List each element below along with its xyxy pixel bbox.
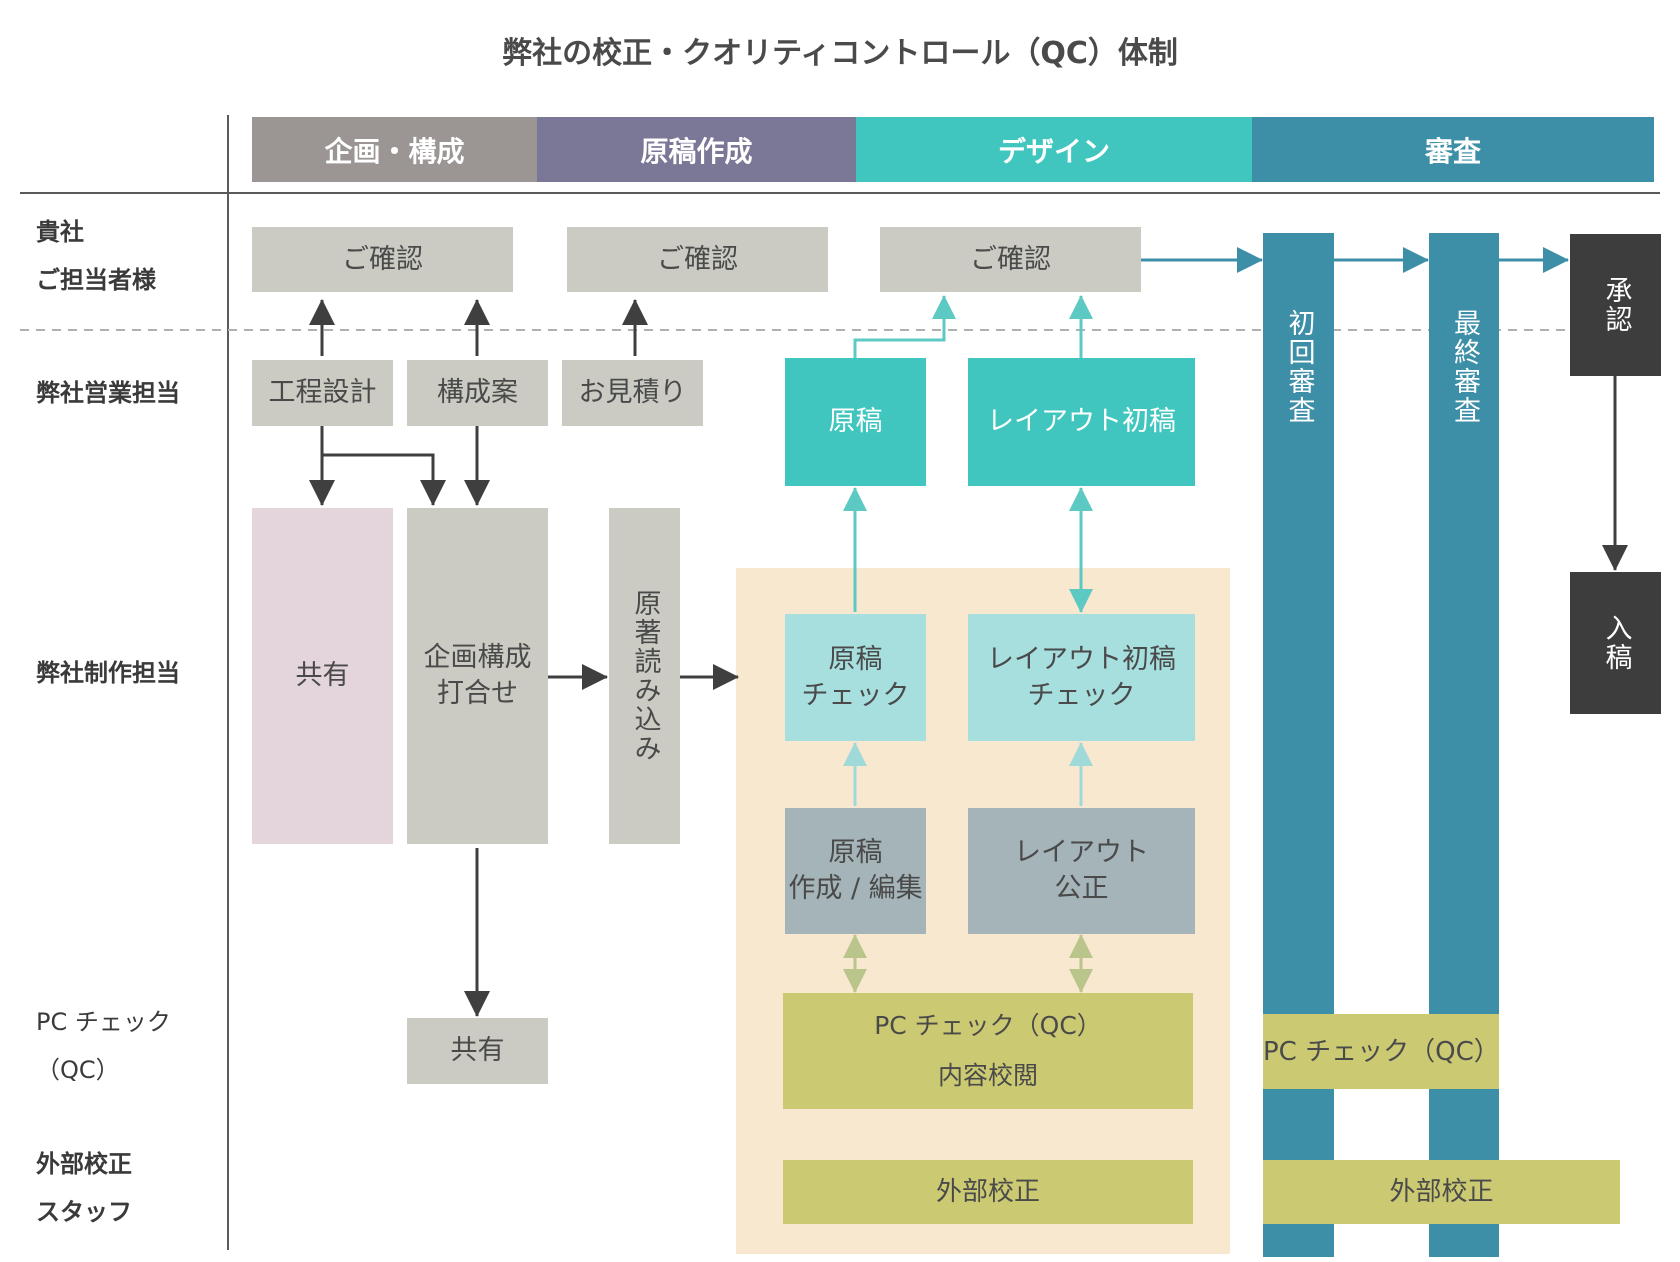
final-review-label: 最終審査 xyxy=(1449,309,1480,425)
layout-first-draft-box: レイアウト初稿 xyxy=(968,358,1195,486)
layout-check-line2: チェック xyxy=(1027,679,1136,711)
row-label-client-line2: ご担当者様 xyxy=(36,266,156,294)
manuscript-box: 原稿 xyxy=(785,358,926,486)
layout-proof-line2: 公正 xyxy=(1054,873,1109,904)
layout-check-box: レイアウト初稿 チェック xyxy=(968,614,1195,741)
submission-label: 入稿 xyxy=(1600,614,1632,672)
manuscript-edit-box: 原稿 作成 / 編集 xyxy=(785,808,926,934)
phase-planning: 企画・構成 xyxy=(252,117,537,182)
manuscript-edit-line1: 原稿 xyxy=(828,837,883,868)
first-review-column: 初回審査 xyxy=(1263,233,1334,1257)
manuscript-check-line2: チェック xyxy=(801,679,910,711)
arrow-process-to-meeting xyxy=(322,453,446,506)
row-label-pc-check: PC チェック （QC） xyxy=(36,998,171,1094)
row-label-production: 弊社制作担当 xyxy=(36,659,180,687)
client-confirm-box-1: ご確認 xyxy=(252,227,513,292)
approval-label: 承認 xyxy=(1600,276,1632,334)
reading-originals-box: 原著読み込み xyxy=(609,508,680,844)
external-proof-box-1: 外部校正 xyxy=(783,1160,1193,1224)
external-proof-box-2: 外部校正 xyxy=(1263,1160,1620,1224)
row-label-pc-check-line2: （QC） xyxy=(36,1056,120,1084)
pc-qc-label-1: PC チェック（QC） xyxy=(874,1011,1102,1040)
arrow-manuscript-to-confirm xyxy=(853,295,956,358)
share-box-2: 共有 xyxy=(407,1018,548,1084)
client-confirm-box-3: ご確認 xyxy=(880,227,1141,292)
first-review-label: 初回審査 xyxy=(1283,309,1315,425)
pc-qc-review-box: PC チェック（QC） xyxy=(1263,1014,1500,1089)
pc-qc-content-proof-box: PC チェック（QC） 内容校閲 xyxy=(783,993,1193,1109)
planning-meeting-box: 企画構成 打合せ xyxy=(407,508,548,844)
layout-proof-line1: レイアウト xyxy=(1014,837,1149,868)
submission-box: 入稿 xyxy=(1570,572,1661,714)
approval-box: 承認 xyxy=(1570,234,1661,376)
final-review-column: 最終審査 xyxy=(1429,233,1499,1257)
row-label-sales: 弊社営業担当 xyxy=(36,379,180,407)
phase-review: 審査 xyxy=(1252,117,1654,182)
process-design-box: 工程設計 xyxy=(252,360,393,426)
row-label-external-line2: スタッフ xyxy=(36,1198,132,1226)
structure-plan-box: 構成案 xyxy=(407,360,548,426)
layout-check-line1: レイアウト初稿 xyxy=(987,643,1176,675)
estimate-box: お見積り xyxy=(562,360,703,426)
client-confirm-box-2: ご確認 xyxy=(567,227,828,292)
share-box-1: 共有 xyxy=(252,508,393,844)
planning-meeting-line1: 企画構成 xyxy=(423,642,532,673)
content-proof-label: 内容校閲 xyxy=(937,1061,1038,1090)
diagram-title: 弊社の校正・クオリティコントロール（QC）体制 xyxy=(502,36,1178,71)
phase-drafting: 原稿作成 xyxy=(537,117,856,182)
planning-meeting-line2: 打合せ xyxy=(437,678,518,709)
row-label-external-line1: 外部校正 xyxy=(36,1150,132,1178)
manuscript-check-line1: 原稿 xyxy=(828,643,883,675)
manuscript-edit-line2: 作成 / 編集 xyxy=(788,873,923,904)
row-label-client-line1: 貴社 xyxy=(36,218,84,246)
row-label-external: 外部校正 スタッフ xyxy=(36,1140,132,1236)
row-label-client: 貴社 ご担当者様 xyxy=(36,208,156,304)
row-label-pc-check-line1: PC チェック xyxy=(36,1008,171,1036)
reading-originals-label: 原著読み込み xyxy=(629,589,661,763)
manuscript-check-box: 原稿 チェック xyxy=(785,614,926,741)
phase-design: デザイン xyxy=(856,117,1252,182)
layout-proof-box: レイアウト 公正 xyxy=(968,808,1195,934)
